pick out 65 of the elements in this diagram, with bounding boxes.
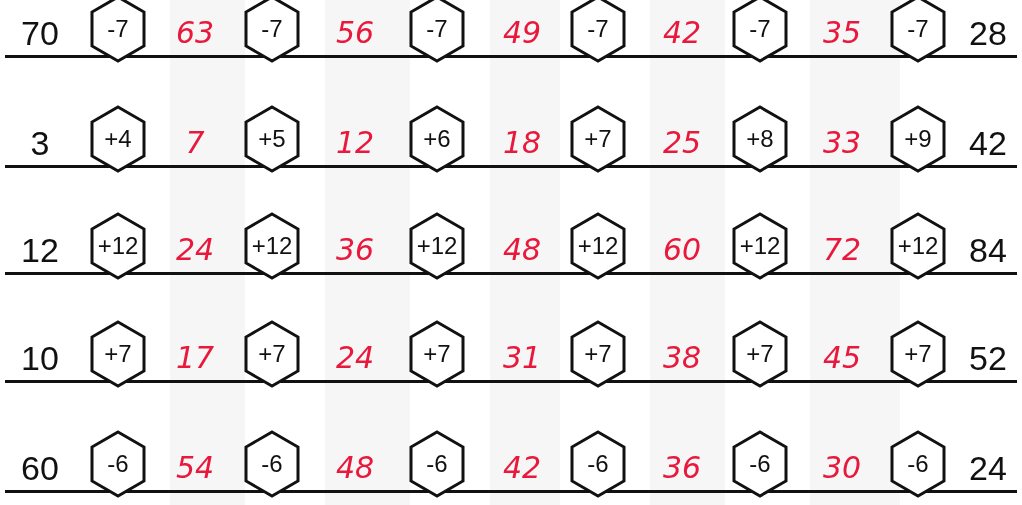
operation-hexagon: +7 (732, 320, 788, 388)
handwritten-answer: 38 (662, 340, 702, 376)
handwritten-answer: 42 (662, 15, 702, 51)
handwritten-answer: 54 (175, 450, 215, 486)
given-number: 3 (30, 125, 50, 161)
operation-hexagon: +7 (890, 320, 946, 388)
handwritten-answer: 48 (335, 450, 375, 486)
handwritten-answer: 24 (175, 232, 215, 268)
operation-hexagon: +12 (409, 212, 465, 280)
operation-hexagon: +4 (90, 105, 146, 173)
given-number: 42 (969, 125, 1007, 161)
handwritten-answer: 12 (335, 125, 375, 161)
operation-hexagon: +12 (732, 212, 788, 280)
handwritten-answer: 24 (335, 340, 375, 376)
operation-hexagon: +7 (90, 320, 146, 388)
handwritten-answer: 56 (335, 15, 375, 51)
given-number: 84 (969, 232, 1007, 268)
operation-hexagon: +7 (409, 320, 465, 388)
given-number: 52 (969, 340, 1007, 376)
handwritten-answer: 60 (662, 232, 702, 268)
handwritten-answer: 33 (822, 125, 862, 161)
operation-hexagon: -7 (244, 0, 300, 63)
handwritten-answer: 72 (822, 232, 862, 268)
handwritten-answer: 25 (662, 125, 702, 161)
handwritten-answer: 18 (502, 125, 542, 161)
operation-hexagon: -6 (409, 430, 465, 498)
operation-hexagon: +5 (244, 105, 300, 173)
handwritten-answer: 42 (502, 450, 542, 486)
handwritten-answer: 45 (822, 340, 862, 376)
given-number: 10 (21, 340, 59, 376)
operation-hexagon: +12 (244, 212, 300, 280)
given-number: 24 (969, 450, 1007, 486)
operation-hexagon: -6 (90, 430, 146, 498)
operation-hexagon: -6 (244, 430, 300, 498)
operation-hexagon: +7 (570, 320, 626, 388)
handwritten-answer: 17 (175, 340, 215, 376)
operation-hexagon: -7 (732, 0, 788, 63)
operation-hexagon: -7 (409, 0, 465, 63)
operation-hexagon: +7 (570, 105, 626, 173)
operation-hexagon: +8 (732, 105, 788, 173)
handwritten-answer: 31 (502, 340, 542, 376)
operation-hexagon: +7 (244, 320, 300, 388)
operation-hexagon: +12 (570, 212, 626, 280)
handwritten-answer: 48 (502, 232, 542, 268)
given-number: 70 (21, 15, 59, 51)
given-number: 28 (969, 15, 1007, 51)
operation-hexagon: -6 (890, 430, 946, 498)
operation-hexagon: -7 (890, 0, 946, 63)
handwritten-answer: 49 (502, 15, 542, 51)
handwritten-answer: 36 (662, 450, 702, 486)
handwritten-answer: 35 (822, 15, 862, 51)
handwritten-answer: 7 (185, 125, 205, 161)
given-number: 60 (21, 450, 59, 486)
operation-hexagon: -7 (90, 0, 146, 63)
operation-hexagon: +12 (890, 212, 946, 280)
operation-hexagon: +9 (890, 105, 946, 173)
operation-hexagon: -7 (570, 0, 626, 63)
handwritten-answer: 36 (335, 232, 375, 268)
operation-hexagon: +6 (409, 105, 465, 173)
handwritten-answer: 30 (822, 450, 862, 486)
handwritten-answer: 63 (175, 15, 215, 51)
operation-hexagon: -6 (570, 430, 626, 498)
given-number: 12 (21, 232, 59, 268)
operation-hexagon: -6 (732, 430, 788, 498)
operation-hexagon: +12 (90, 212, 146, 280)
